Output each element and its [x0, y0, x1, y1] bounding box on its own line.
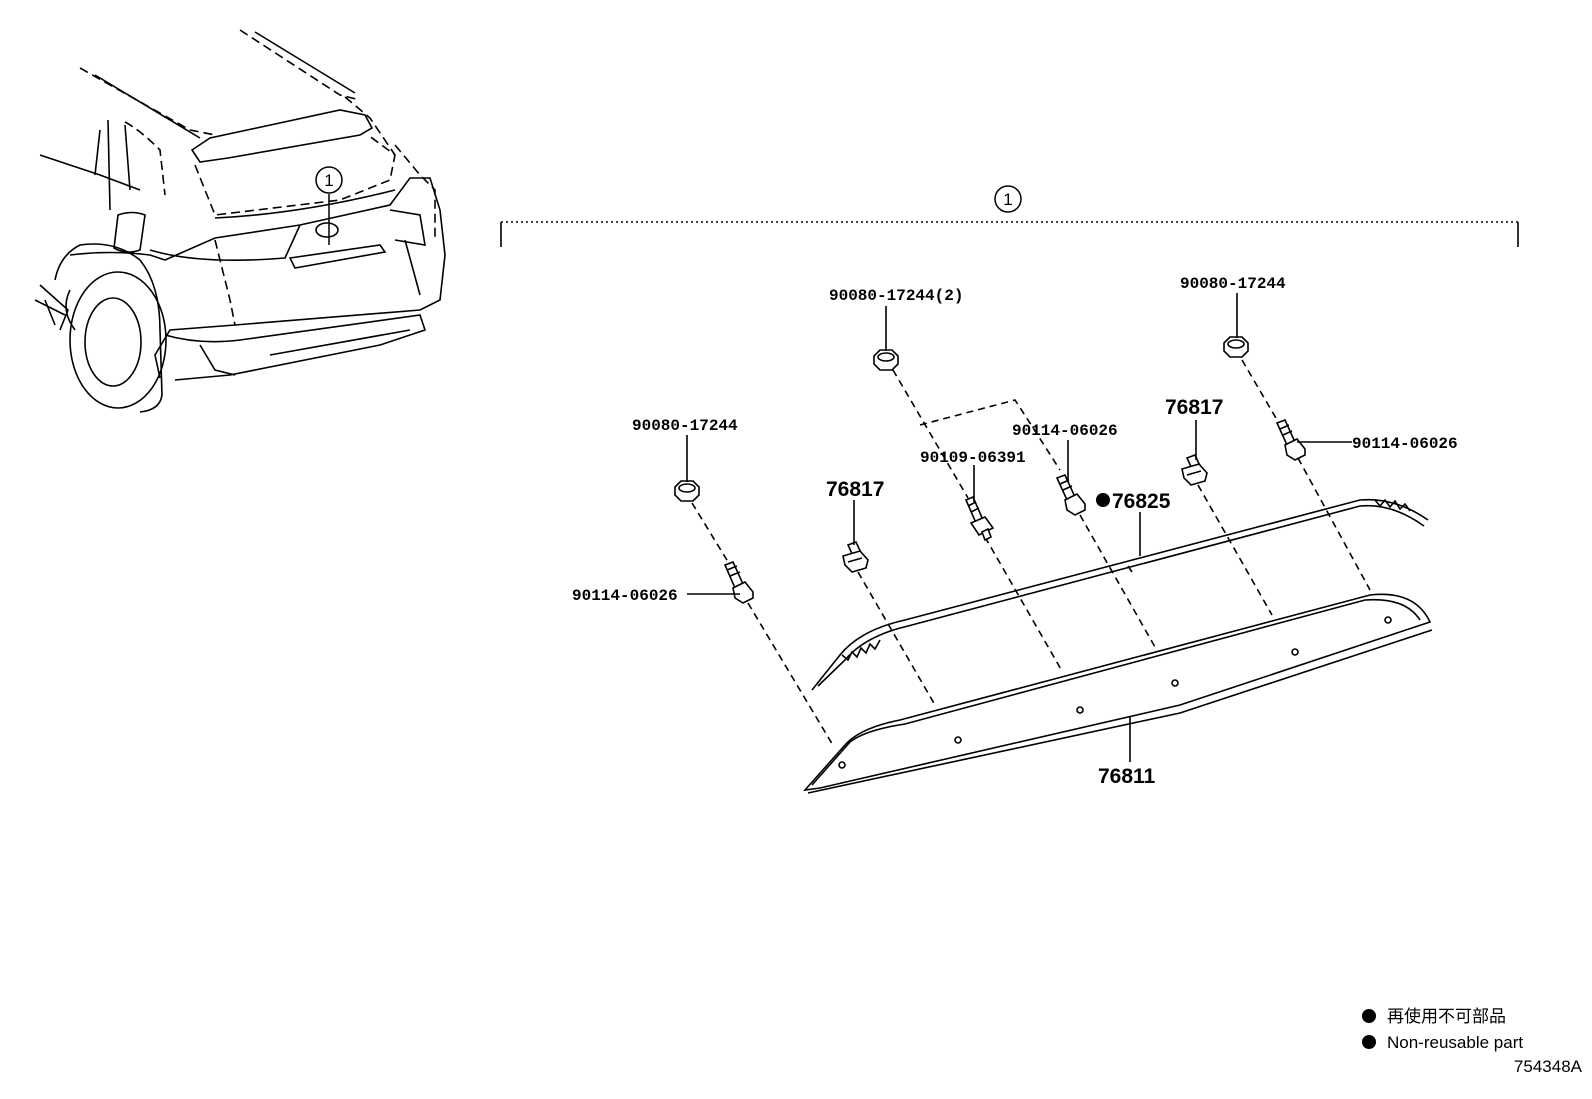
assembly-bracket [500, 221, 1519, 247]
flange-nut-left [674, 480, 700, 502]
assembly-callout-number: 1 [1003, 190, 1012, 209]
figure-code: 754348A [1514, 1057, 1583, 1076]
non-reusable-marker-seal [1096, 493, 1110, 507]
label-bolt-left: 90114-06026 [572, 587, 678, 605]
installation-lines [691, 359, 1371, 748]
clip-left [842, 540, 869, 573]
label-garnish: 76811 [1098, 765, 1156, 788]
legend-text-en: Non-reusable part [1387, 1033, 1523, 1052]
label-clip-center: 76817 [1165, 396, 1223, 419]
car-callout: 1 [315, 166, 343, 245]
legend-dot-jp [1362, 1009, 1376, 1023]
bolt-top-center [1055, 473, 1086, 516]
leader-lines [686, 293, 1352, 762]
vehicle-rear-illustration [34, 29, 446, 413]
clip-center [1181, 453, 1208, 486]
label-clip-left: 76817 [826, 478, 884, 501]
label-stud: 90109-06391 [920, 449, 1026, 467]
car-callout-number: 1 [324, 171, 333, 190]
label-bolt-right: 90114-06026 [1352, 435, 1458, 453]
bolt-right [1275, 418, 1306, 461]
stud-bolt [964, 495, 995, 542]
label-nut-top-right: 90080-17244 [1180, 275, 1286, 293]
assembly-callout: 1 [994, 185, 1022, 213]
label-nut-top-center: 90080-17244(2) [829, 287, 963, 305]
legend-text-jp: 再使用不可部品 [1387, 1006, 1506, 1026]
legend-dot-en [1362, 1035, 1376, 1049]
legend: 再使用不可部品 Non-reusable part 754348A [1362, 1006, 1583, 1076]
seal-76825 [811, 498, 1429, 691]
label-seal: 76825 [1112, 490, 1171, 513]
label-nut-left: 90080-17244 [632, 417, 738, 435]
bolt-left [723, 560, 754, 604]
garnish-76811 [802, 593, 1433, 794]
label-bolt-top-center: 90114-06026 [1012, 422, 1118, 440]
flange-nut-top-right [1223, 336, 1249, 358]
flange-nut-top-center [873, 349, 899, 371]
